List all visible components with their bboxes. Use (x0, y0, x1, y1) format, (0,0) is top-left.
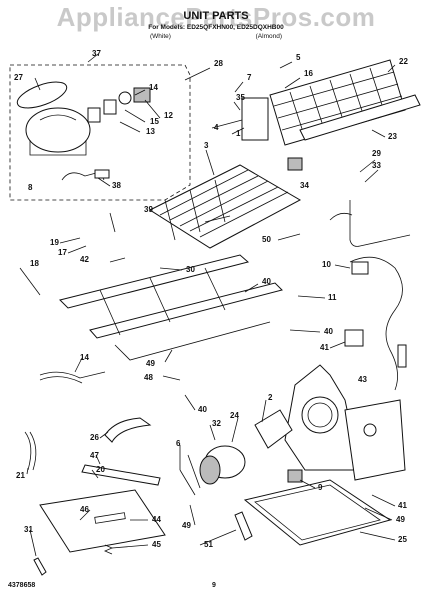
part-label: 25 (398, 535, 407, 544)
part-label: 49 (396, 515, 405, 524)
part-label: 9 (318, 483, 323, 492)
part-label: 41 (320, 343, 329, 352)
part-label: 12 (164, 111, 173, 120)
drain-tube-26 (104, 417, 152, 443)
part-label: 38 (112, 181, 121, 190)
part-label: 8 (28, 183, 33, 192)
part-label: 2 (268, 393, 273, 402)
defrost-thermostat (287, 157, 303, 171)
part-label: 31 (24, 525, 33, 534)
part-label: 27 (14, 73, 23, 82)
drain-pan-cover (39, 489, 166, 553)
compressor-wire (61, 171, 105, 181)
relay-overload (118, 87, 151, 105)
part-label: 10 (322, 260, 331, 269)
part-label: 32 (212, 419, 221, 428)
part-label: 19 (50, 238, 59, 247)
part-label: 33 (372, 161, 381, 170)
harness-connector-top (351, 261, 369, 275)
part-label: 42 (80, 255, 89, 264)
color-white: (White) (150, 33, 171, 40)
part-label: 3 (204, 141, 209, 150)
part-label: 22 (399, 57, 408, 66)
part-label: 45 (152, 540, 161, 549)
part-label: 21 (16, 471, 25, 480)
part-label: 24 (230, 411, 239, 420)
defrost-heater (349, 200, 411, 247)
harness-connector-mid (344, 329, 364, 347)
part-label: 51 (204, 540, 213, 549)
part-label: 29 (372, 149, 381, 158)
part-label: 11 (328, 293, 337, 302)
part-label: 26 (90, 433, 99, 442)
part-label: 35 (236, 93, 245, 102)
part-label: 40 (262, 277, 271, 286)
drain-screw (103, 544, 114, 555)
part-label: 30 (186, 265, 195, 274)
part-label: 28 (214, 59, 223, 68)
part-label: 34 (300, 181, 309, 190)
compressor-group-outline (9, 64, 191, 201)
model-subtitle: For Models: ED25QFXHN00, ED25DQXHB00 (148, 24, 284, 31)
part-label: 20 (96, 465, 105, 474)
part-label: 44 (152, 515, 161, 524)
page-title: UNIT PARTS (183, 10, 249, 22)
part-label: 6 (176, 439, 181, 448)
part-label: 15 (150, 117, 159, 126)
compressor (16, 81, 117, 156)
part-label: 14 (149, 83, 158, 92)
part-label: 23 (388, 132, 397, 141)
part-label: 18 (30, 259, 39, 268)
part-label: 39 (144, 205, 153, 214)
fan-shroud (241, 97, 269, 141)
page-number: 9 (212, 582, 216, 589)
drain-rod (33, 557, 47, 576)
drain-tube-21 (24, 431, 37, 471)
part-label: 40 (198, 405, 207, 414)
part-label: 17 (58, 248, 67, 257)
wiring-harness (349, 256, 403, 391)
doc-number: 4378658 (8, 582, 36, 589)
color-variants: (White) (Almond) (150, 33, 282, 40)
fan-motor (179, 409, 293, 496)
fan-bracket (284, 364, 406, 481)
leader-lines (19, 53, 396, 557)
part-label: 5 (296, 53, 301, 62)
condenser-coil (269, 59, 406, 146)
part-label: 46 (80, 505, 89, 514)
harness-connector-end (397, 344, 407, 368)
evaporator (148, 164, 302, 249)
part-label: 43 (358, 375, 367, 384)
drain-tube-20 (81, 464, 161, 486)
part-label: 37 (92, 49, 101, 58)
drain-hose (234, 511, 253, 541)
part-label: 49 (182, 521, 191, 530)
part-label: 4 (214, 123, 219, 132)
wire-connector (94, 169, 110, 179)
part-label: 14 (80, 353, 89, 362)
part-label: 7 (247, 73, 252, 82)
part-label: 41 (398, 501, 407, 510)
part-label: 1 (236, 129, 241, 138)
color-almond: (Almond) (255, 33, 282, 40)
part-label: 13 (146, 127, 155, 136)
condenser-pan (299, 94, 421, 141)
thermostat-wire (329, 212, 353, 221)
wire-block (287, 469, 303, 483)
frame-rails (59, 254, 283, 361)
part-label: 16 (304, 69, 313, 78)
suction-tube (39, 371, 106, 384)
part-label: 47 (90, 451, 99, 460)
part-label: 49 (146, 359, 155, 368)
watermark: AppliancePartsPros.com (56, 2, 376, 32)
part-label: 40 (324, 327, 333, 336)
part-label: 48 (144, 373, 153, 382)
part-label: 50 (262, 235, 271, 244)
